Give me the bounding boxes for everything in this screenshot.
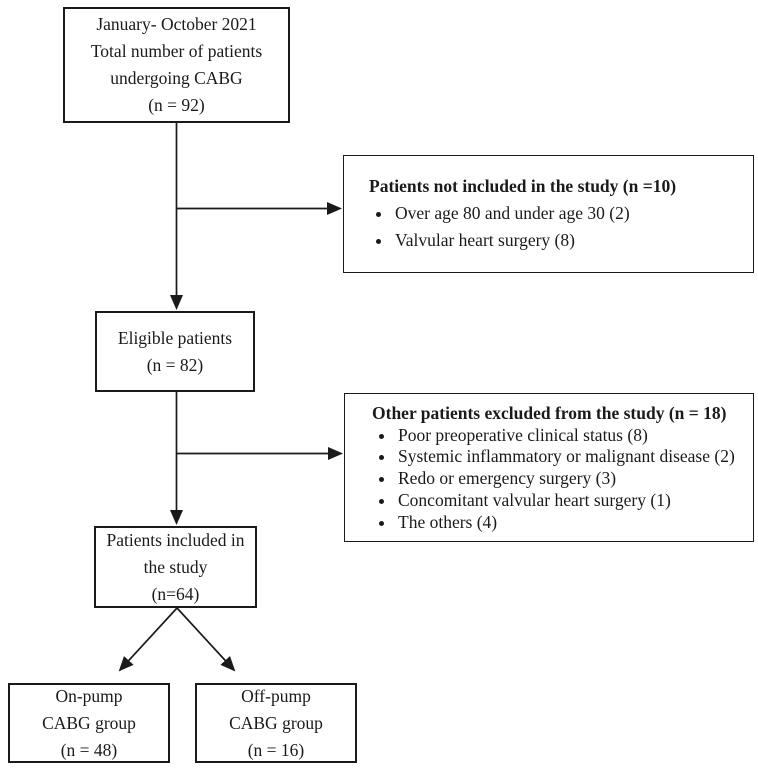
excluded-title: Other patients excluded from the study (… <box>372 403 727 423</box>
eligible-patients-text: Eligible patients (n = 82) <box>117 327 233 375</box>
list-item: Redo or emergency surgery (3) <box>396 468 747 490</box>
list-item: Valvular heart surgery (8) <box>393 227 745 254</box>
excluded-list: Poor preoperative clinical status (8) Sy… <box>372 425 747 534</box>
on-pump-group-text: On-pump CABG group (n = 48) <box>42 685 136 760</box>
off-pump-group-text: Off-pump CABG group (n = 16) <box>229 685 323 760</box>
total-patients-box: January- October 2021 Total number of pa… <box>63 7 290 123</box>
off-pump-group-box: Off-pump CABG group (n = 16) <box>195 683 357 763</box>
not-included-title: Patients not included in the study (n =1… <box>369 176 677 196</box>
included-patients-text: Patients included in the study (n=64) <box>106 529 245 604</box>
arrow-included-to-onpump <box>118 607 178 672</box>
excluded-box: Other patients excluded from the study (… <box>344 393 754 542</box>
eligible-patients-box: Eligible patients (n = 82) <box>95 311 255 392</box>
list-item: Systemic inflammatory or malignant disea… <box>396 446 747 468</box>
list-item: Poor preoperative clinical status (8) <box>396 425 747 447</box>
list-item: Concomitant valvular heart surgery (1) <box>396 490 747 512</box>
total-patients-text: January- October 2021 Total number of pa… <box>90 14 263 115</box>
list-item: Over age 80 and under age 30 (2) <box>393 200 745 227</box>
not-included-list: Over age 80 and under age 30 (2) Valvula… <box>369 200 745 254</box>
list-item: The others (4) <box>396 512 747 534</box>
included-patients-box: Patients included in the study (n=64) <box>94 526 257 608</box>
not-included-box: Patients not included in the study (n =1… <box>343 155 754 273</box>
on-pump-group-box: On-pump CABG group (n = 48) <box>8 683 170 763</box>
arrow-included-to-offpump <box>176 607 236 672</box>
